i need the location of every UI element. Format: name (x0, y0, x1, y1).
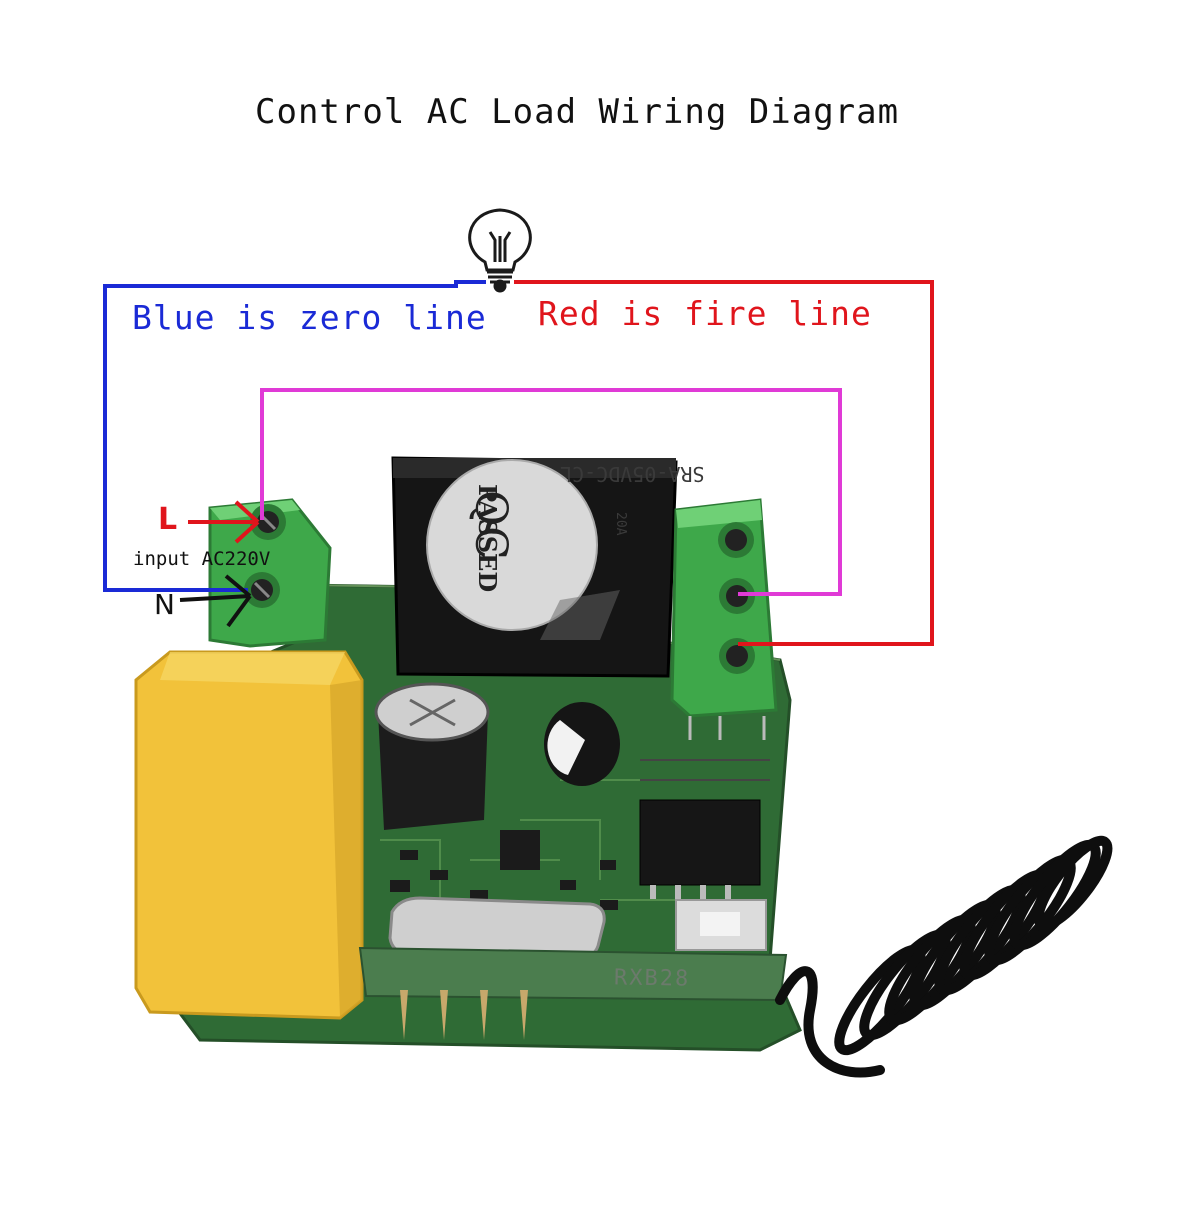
l-terminal-label: L (158, 502, 178, 537)
live-line-label: Red is fire line (538, 294, 872, 333)
ic-chip (639, 759, 770, 899)
l-arrow-icon (188, 500, 260, 544)
module-label: RXB28 (613, 965, 691, 992)
relay-model-text: SRA-05VDC-CL (560, 462, 705, 486)
n-arrow-icon (179, 574, 252, 628)
neutral-wire (103, 280, 486, 592)
input-voltage-label: input AC220V (133, 548, 271, 570)
neutral-line-label: Blue is zero line (132, 298, 487, 337)
live-wire (514, 280, 934, 646)
electrolytic-capacitor (374, 682, 490, 830)
relay (391, 456, 678, 678)
jumper-wire (260, 388, 842, 596)
learn-button (675, 899, 767, 951)
diagram-title: Control AC Load Wiring Diagram (255, 92, 900, 132)
relay-rating-text: 20A (613, 512, 628, 536)
transistor (544, 702, 620, 786)
qc-sticker (426, 459, 598, 631)
right-terminal-block (670, 498, 778, 740)
coil-antenna-icon (775, 835, 1113, 1078)
safety-capacitor (134, 650, 364, 1020)
n-terminal-label: N (154, 588, 175, 621)
light-bulb-icon (468, 208, 532, 293)
passed-sticker-text: PASSED (473, 484, 502, 593)
